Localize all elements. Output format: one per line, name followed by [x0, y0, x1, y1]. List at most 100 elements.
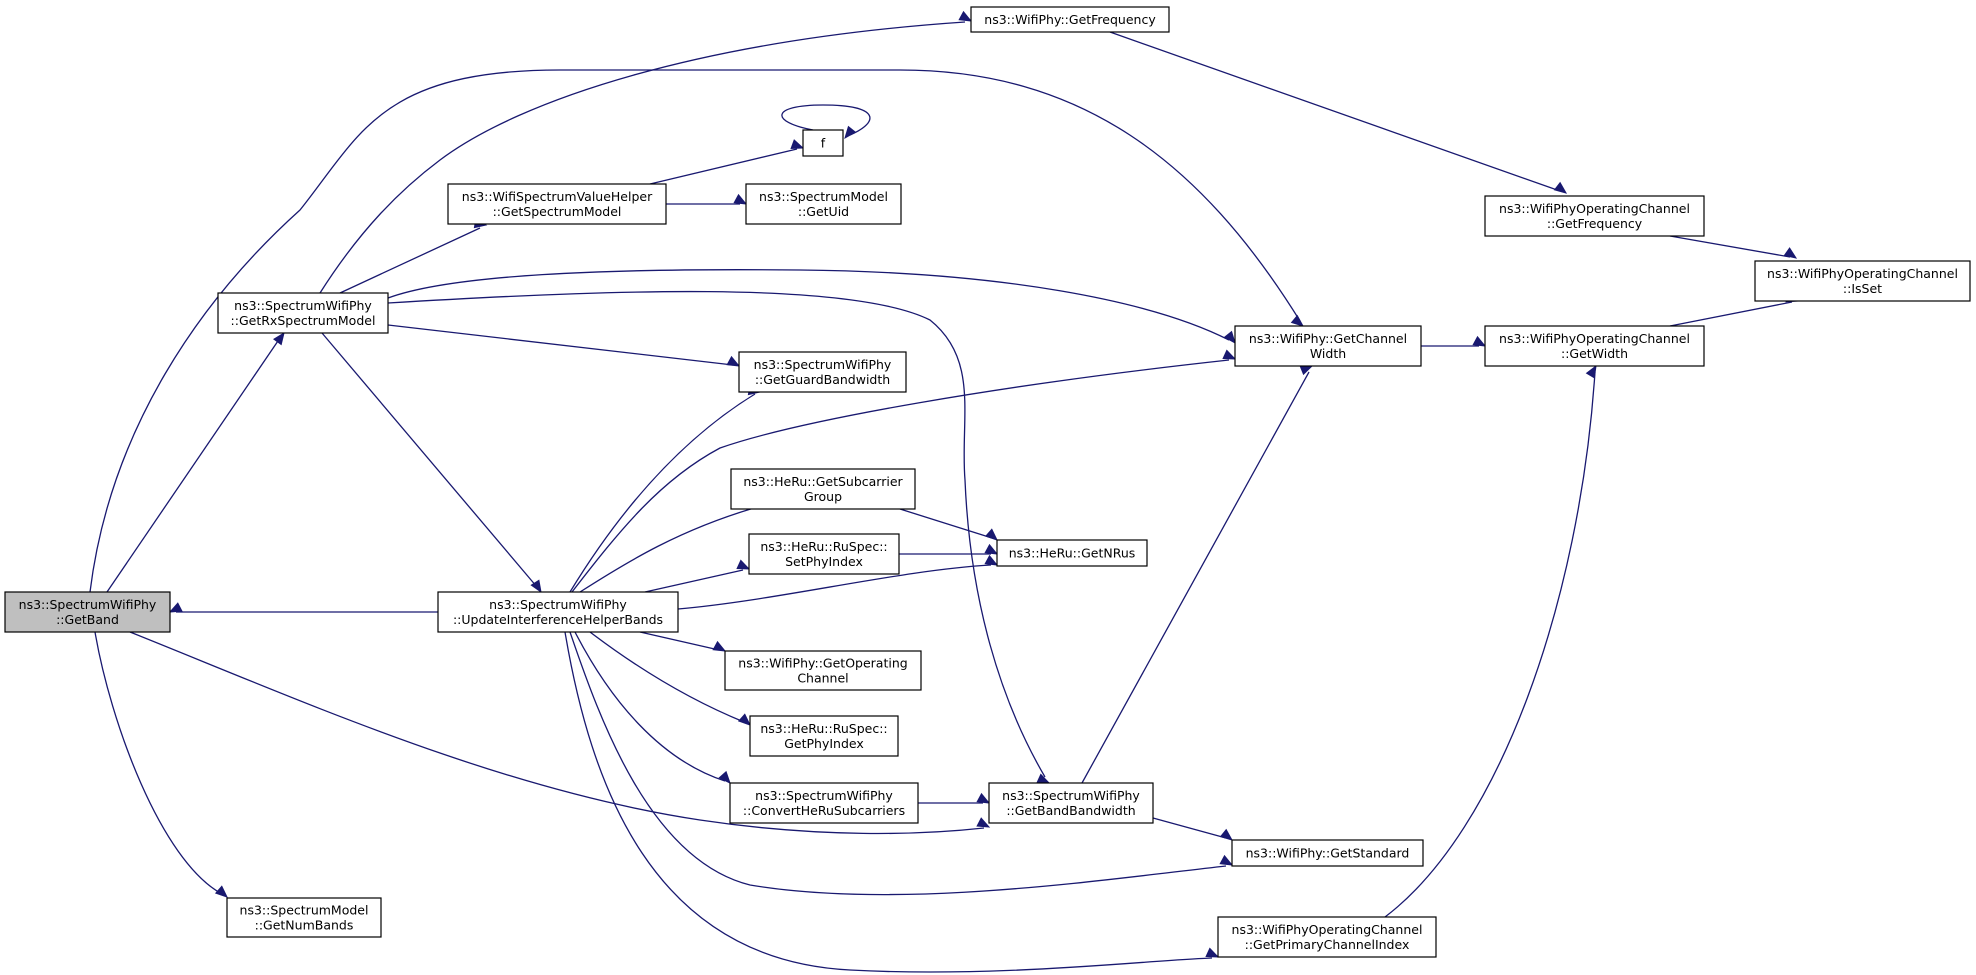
node-box [447, 183, 667, 225]
node-f[interactable]: f [802, 129, 844, 157]
arrowhead [1290, 314, 1305, 327]
arrowhead [844, 125, 857, 140]
arrowhead [726, 355, 741, 367]
node-box [802, 129, 844, 157]
node-getuid[interactable]: ns3::SpectrumModel::GetUid [745, 183, 902, 225]
edge-setphyindex-to-getnrus [899, 543, 999, 555]
edge-subcarriergroup-to-getnrus [899, 508, 998, 541]
node-primarychannel[interactable]: ns3::WifiPhyOperatingChannel::GetPrimary… [1217, 916, 1437, 958]
node-box [970, 6, 1170, 33]
node-box [729, 782, 919, 824]
node-label-line: ns3::WifiPhy::GetOperating [738, 656, 907, 671]
node-getband[interactable]: ns3::SpectrumWifiPhy::GetBand [4, 591, 171, 633]
arrowhead [736, 559, 751, 570]
node-opfrequency[interactable]: ns3::WifiPhyOperatingChannel::GetFrequen… [1484, 195, 1705, 237]
node-label-line: ns3::WifiSpectrumValueHelper [462, 189, 653, 204]
node-box [996, 539, 1148, 567]
node-getphyindex[interactable]: ns3::HeRu::RuSpec::GetPhyIndex [749, 715, 899, 757]
node-label-line: SetPhyIndex [785, 554, 863, 569]
node-label-line: ns3::HeRu::GetNRus [1009, 546, 1136, 561]
arrowhead [976, 817, 991, 828]
arrowhead [214, 885, 228, 898]
node-box [4, 591, 171, 633]
arrowhead [984, 528, 998, 541]
arrowhead [530, 579, 542, 594]
edge-updateinterference-to-subcarriergroup [579, 498, 762, 593]
arrowhead [984, 554, 999, 566]
node-opwidth[interactable]: ns3::WifiPhyOperatingChannel::GetWidth [1484, 325, 1705, 367]
node-phygetfrequency[interactable]: ns3::WifiPhy::GetFrequency [970, 6, 1170, 33]
node-box [738, 351, 907, 393]
node-opisset[interactable]: ns3::WifiPhyOperatingChannel::IsSet [1754, 260, 1971, 302]
node-box [217, 292, 389, 334]
node-convertheru[interactable]: ns3::SpectrumWifiPhy::ConvertHeRuSubcarr… [729, 782, 919, 824]
node-label-line: ns3::WifiPhy::GetFrequency [984, 12, 1156, 27]
edge-getband-to-getrxspectrum [106, 331, 285, 593]
edge-updateinterference-to-getstandard [569, 631, 1234, 896]
arrowhead [1472, 335, 1487, 347]
edge-line [649, 148, 798, 185]
edge-phygetfrequency-to-opfrequency [1109, 31, 1568, 194]
node-updateinterference[interactable]: ns3::SpectrumWifiPhy::UpdateInterference… [437, 591, 679, 633]
node-getnrus[interactable]: ns3::HeRu::GetNRus [996, 539, 1148, 567]
node-box [988, 782, 1154, 824]
edge-getrxspectrum-to-updateinterference [321, 332, 542, 594]
node-label-line: ns3::WifiPhyOperatingChannel [1232, 922, 1423, 937]
node-guardbandwidth[interactable]: ns3::SpectrumWifiPhy::GetGuardBandwidth [738, 351, 907, 393]
node-box [745, 183, 902, 225]
node-getnumbands[interactable]: ns3::SpectrumModel::GetNumBands [226, 897, 382, 938]
node-label-line: ::GetRxSpectrumModel [231, 313, 376, 328]
edge-line [387, 269, 1230, 341]
node-box [1484, 325, 1705, 367]
edge-updateinterference-to-convertheru [574, 631, 731, 784]
node-setphyindex[interactable]: ns3::HeRu::RuSpec::SetPhyIndex [748, 533, 900, 575]
node-label-line: ns3::WifiPhyOperatingChannel [1499, 201, 1690, 216]
edge-getrxspectrum-to-guardbandwidth [387, 324, 741, 367]
edge-bandbandwidth-to-getstandard [1152, 817, 1234, 841]
edge-line [564, 631, 1213, 973]
edge-updateinterference-to-setphyindex [644, 559, 751, 593]
node-label-line: ::ConvertHeRuSubcarriers [743, 803, 905, 818]
edge-line [589, 631, 745, 723]
node-label-line: ::GetBandBandwidth [1006, 803, 1135, 818]
arrowhead [1219, 828, 1234, 841]
node-bandbandwidth[interactable]: ns3::SpectrumWifiPhy::GetBandBandwidth [988, 782, 1154, 824]
arrowhead [1585, 364, 1597, 379]
node-label-line: ns3::SpectrumWifiPhy [234, 298, 372, 313]
node-getrxspectrum[interactable]: ns3::SpectrumWifiPhy::GetRxSpectrumModel [217, 292, 389, 334]
node-label-line: ::GetGuardBandwidth [755, 372, 890, 387]
node-label-line: Channel [797, 671, 848, 686]
node-box [226, 897, 382, 938]
node-label-line: ns3::HeRu::RuSpec:: [760, 721, 887, 736]
edge-updateinterference-to-primarychannel [564, 631, 1220, 973]
node-getstandard[interactable]: ns3::WifiPhy::GetStandard [1231, 839, 1424, 867]
edge-line [639, 631, 720, 651]
edge-line [1109, 31, 1561, 192]
node-label-line: f [821, 136, 826, 151]
edge-line [321, 332, 538, 588]
edge-line [579, 507, 755, 593]
edge-getrxspectrum-to-channelwidth [387, 269, 1236, 345]
edge-getrxspectrum-to-bandbandwidth [387, 290, 1051, 784]
edges-layer [89, 10, 1800, 973]
node-box [748, 533, 900, 575]
arrowhead [737, 713, 751, 726]
node-getspectrummodel[interactable]: ns3::WifiSpectrumValueHelper::GetSpectru… [447, 183, 667, 225]
edge-line [569, 631, 1227, 896]
node-label-line: GetPhyIndex [784, 736, 864, 751]
edge-line [1152, 817, 1227, 839]
nodes-layer: ns3::SpectrumWifiPhy::GetBandns3::Spectr… [4, 6, 1971, 958]
node-box [724, 650, 922, 691]
edge-line [89, 69, 1301, 593]
edge-primarychannel-to-opwidth [1384, 364, 1597, 918]
edge-convertheru-to-bandbandwidth [918, 792, 991, 804]
node-box [1484, 195, 1705, 237]
node-label-line: ns3::SpectrumWifiPhy [19, 597, 157, 612]
edge-line [129, 631, 985, 835]
arrowhead [1036, 773, 1051, 784]
node-label-line: Width [1310, 346, 1346, 361]
